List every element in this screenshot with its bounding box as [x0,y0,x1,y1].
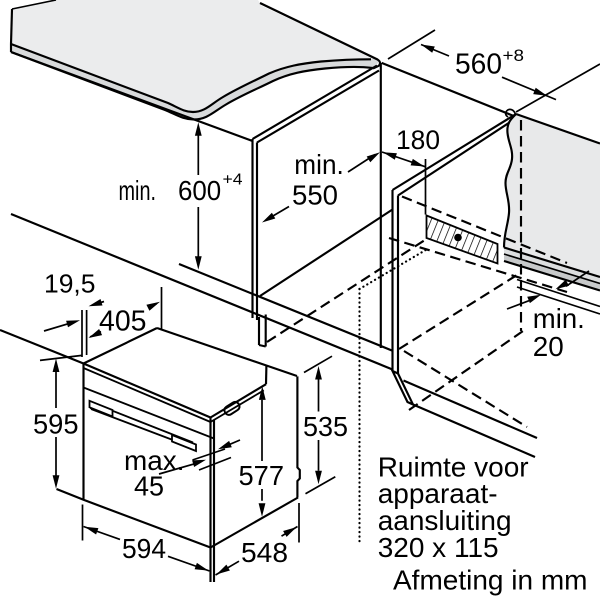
svg-text:45: 45 [134,471,164,502]
svg-text:min.: min. [294,149,344,180]
svg-text:560: 560 [455,49,502,81]
svg-text:apparaat-: apparaat- [378,478,498,509]
svg-text:aansluiting: aansluiting [378,505,512,536]
svg-text:180: 180 [396,125,440,155]
svg-text:548: 548 [241,537,288,568]
svg-text:max.: max. [124,445,185,476]
svg-text:600: 600 [178,175,221,206]
svg-text:+4: +4 [223,172,243,189]
svg-text:20: 20 [533,331,564,362]
svg-text:577: 577 [239,460,285,491]
svg-text:405: 405 [99,306,147,338]
svg-text:595: 595 [33,409,79,440]
svg-text:594: 594 [122,533,166,564]
svg-text:Ruimte voor: Ruimte voor [378,452,529,483]
svg-text:19,5: 19,5 [44,269,96,299]
svg-text:320 x 115: 320 x 115 [378,532,499,563]
svg-text:min.: min. [119,175,157,206]
svg-text:Afmeting in mm: Afmeting in mm [393,565,588,596]
svg-text:535: 535 [303,411,348,442]
svg-text:min.: min. [533,303,585,334]
svg-text:+8: +8 [503,46,525,65]
svg-text:550: 550 [292,179,338,210]
